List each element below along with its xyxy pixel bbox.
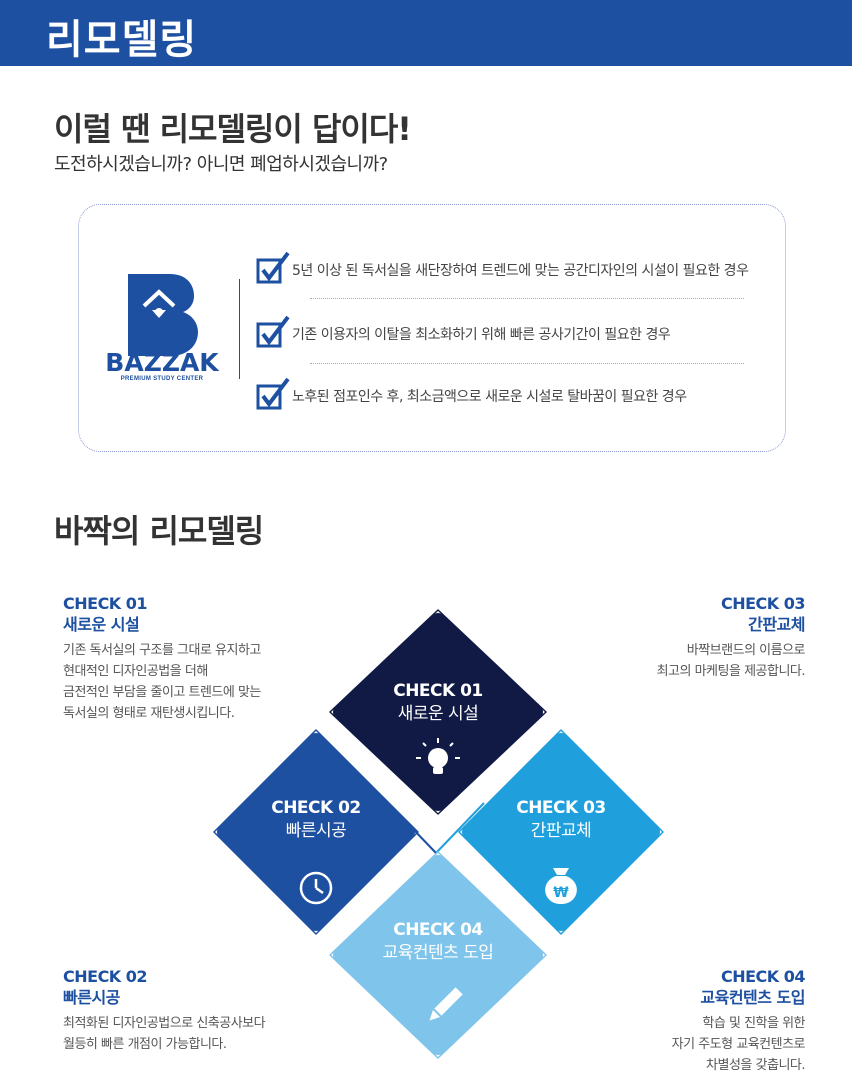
lightbulb-icon xyxy=(416,738,460,774)
check03-code: CHECK 03 xyxy=(720,594,806,613)
check01-caption-head: CHECK 01 새로운 시설 xyxy=(63,593,148,635)
dotted-divider xyxy=(310,298,744,299)
page-title: 리모델링 xyxy=(46,17,198,63)
desc-line: 기존 독서실의 구조를 그대로 유지하고 xyxy=(63,643,261,658)
checklist-box xyxy=(78,204,786,452)
desc-line: 차별성을 갖춥니다. xyxy=(706,1058,805,1073)
checkbox-checked-icon xyxy=(256,315,290,348)
checklist-text: 5년 이상 된 독서실을 새단장하여 트렌드에 맞는 공간디자인의 시설이 필요… xyxy=(292,263,749,279)
desc-line: 월등히 빠른 개점이 가능합니다. xyxy=(63,1037,227,1052)
section-title: 바짝의 리모델링 xyxy=(54,512,264,550)
checklist-text: 노후된 점포인수 후, 최소금액으로 새로운 시설로 탈바꿈이 필요한 경우 xyxy=(292,389,687,405)
check04-code: CHECK 04 xyxy=(720,967,806,986)
desc-line: 최적화된 디자인공법으로 신축공사보다 xyxy=(63,1016,266,1031)
check04-diamond-name: 교육컨텐츠 도입 xyxy=(382,943,494,963)
check03-diamond-name: 간판교체 xyxy=(530,821,592,841)
dotted-divider xyxy=(310,363,744,364)
check04-diamond-code: CHECK 04 xyxy=(393,920,483,940)
check02-diamond-name: 빠른시공 xyxy=(285,821,347,841)
money-bag-icon: ₩ xyxy=(545,868,577,904)
checklist-item: 5년 이상 된 독서실을 새단장하여 트렌드에 맞는 공간디자인의 시설이 필요… xyxy=(256,250,776,286)
check01-diamond-code: CHECK 01 xyxy=(393,681,483,701)
check01-code: CHECK 01 xyxy=(63,594,148,613)
check03-diamond-code: CHECK 03 xyxy=(516,798,606,818)
check03-description: 바짝브랜드의 이름으로 최고의 마케팅을 제공합니다. xyxy=(656,640,806,682)
check02-name: 빠른시공 xyxy=(63,988,120,1007)
check03-diamond-label: CHECK 03 간판교체 xyxy=(491,797,631,843)
check03-caption-head: CHECK 03 간판교체 xyxy=(720,593,806,635)
desc-line: 자기 주도형 교육컨텐츠로 xyxy=(671,1037,806,1052)
check02-caption-head: CHECK 02 빠른시공 xyxy=(63,966,148,1008)
check04-description: 학습 및 진학을 위한 자기 주도형 교육컨텐츠로 차별성을 갖춥니다. xyxy=(671,1013,806,1076)
check04-diamond-label: CHECK 04 교육컨텐츠 도입 xyxy=(358,919,518,965)
check-diamond-diagram: ₩ xyxy=(213,609,664,1059)
desc-line: 독서실의 형태로 재탄생시킵니다. xyxy=(63,706,235,721)
desc-line: 최고의 마케팅을 제공합니다. xyxy=(656,664,806,679)
brand-tagline: PREMIUM STUDY CENTER xyxy=(120,376,204,382)
checklist-item: 노후된 점포인수 후, 최소금액으로 새로운 시설로 탈바꿈이 필요한 경우 xyxy=(256,376,776,412)
check02-code: CHECK 02 xyxy=(63,967,148,986)
intro-subtitle: 도전하시겠습니까? 아니면 폐업하시겠습니까? xyxy=(54,154,388,175)
desc-line: 금전적인 부담을 줄이고 트렌드에 맞는 xyxy=(63,685,261,700)
checklist-item: 기존 이용자의 이탈을 최소화하기 위해 빠른 공사기간이 필요한 경우 xyxy=(256,314,776,350)
header-bar: 리모델링 xyxy=(0,0,852,66)
check01-name: 새로운 시설 xyxy=(63,615,140,634)
check03-name: 간판교체 xyxy=(748,615,805,634)
check01-diamond-label: CHECK 01 새로운 시설 xyxy=(368,680,508,726)
check04-name: 교육컨텐츠 도입 xyxy=(700,988,805,1007)
bazzak-logo-icon xyxy=(128,274,198,356)
desc-line: 현대적인 디자인공법을 더해 xyxy=(63,664,208,679)
check04-caption-head: CHECK 04 교육컨텐츠 도입 xyxy=(700,966,805,1008)
check01-diamond-name: 새로운 시설 xyxy=(397,704,479,724)
checklist-text: 기존 이용자의 이탈을 최소화하기 위해 빠른 공사기간이 필요한 경우 xyxy=(292,327,671,343)
check02-diamond-label: CHECK 02 빠른시공 xyxy=(246,797,386,843)
desc-line: 바짝브랜드의 이름으로 xyxy=(686,643,806,658)
brand-name: BAZZAK xyxy=(105,348,219,377)
checkbox-checked-icon xyxy=(256,377,290,410)
svg-text:₩: ₩ xyxy=(553,885,569,901)
intro-title: 이럴 땐 리모델링이 답이다! xyxy=(54,110,412,148)
divider xyxy=(239,279,240,379)
check02-description: 최적화된 디자인공법으로 신축공사보다 월등히 빠른 개점이 가능합니다. xyxy=(63,1013,266,1055)
clock-icon xyxy=(299,871,333,905)
check02-diamond-code: CHECK 02 xyxy=(271,798,361,818)
check01-description: 기존 독서실의 구조를 그대로 유지하고 현대적인 디자인공법을 더해 금전적인… xyxy=(63,640,261,724)
desc-line: 학습 및 진학을 위한 xyxy=(702,1016,805,1031)
checkbox-checked-icon xyxy=(256,251,290,284)
